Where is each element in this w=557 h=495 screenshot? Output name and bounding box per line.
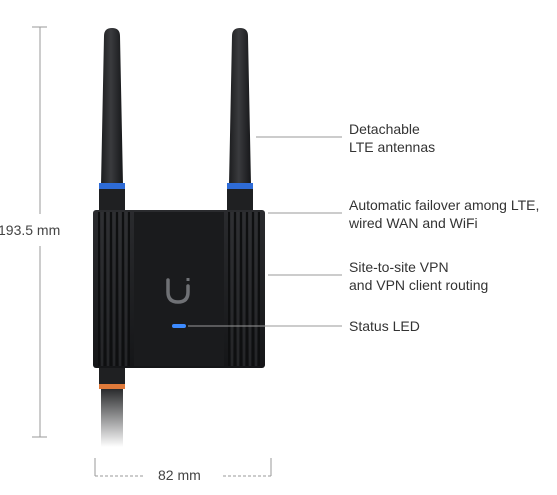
callout-antennas: Detachable LTE antennas <box>349 120 435 156</box>
width-dimension-bracket <box>94 458 272 477</box>
callout-status-led: Status LED <box>349 317 420 335</box>
right-antenna-ring <box>227 183 253 189</box>
status-led <box>172 324 186 328</box>
callout-failover-line1: Automatic failover among LTE, <box>349 197 540 213</box>
height-dimension-bracket <box>32 26 47 438</box>
callout-vpn-line1: Site-to-site VPN <box>349 259 449 275</box>
callout-vpn: Site-to-site VPN and VPN client routing <box>349 258 488 294</box>
left-antenna <box>99 28 125 211</box>
bottom-antenna <box>99 366 125 447</box>
callout-status-led-line1: Status LED <box>349 318 420 334</box>
right-antenna <box>227 28 253 211</box>
left-antenna-ring <box>99 183 125 189</box>
callout-failover: Automatic failover among LTE, wired WAN … <box>349 196 539 232</box>
width-dimension-label: 82 mm <box>158 467 201 483</box>
height-dimension-label: 193.5 mm <box>0 222 61 238</box>
bottom-antenna-ring <box>99 384 125 389</box>
callout-antennas-line1: Detachable <box>349 121 420 137</box>
callout-failover-line2: wired WAN and WiFi <box>349 215 478 231</box>
device-body <box>93 210 265 368</box>
leader-lines <box>188 136 342 327</box>
callout-antennas-line2: LTE antennas <box>349 139 436 155</box>
callout-vpn-line2: and VPN client routing <box>349 277 489 293</box>
ubiquiti-u-logo <box>166 278 190 304</box>
